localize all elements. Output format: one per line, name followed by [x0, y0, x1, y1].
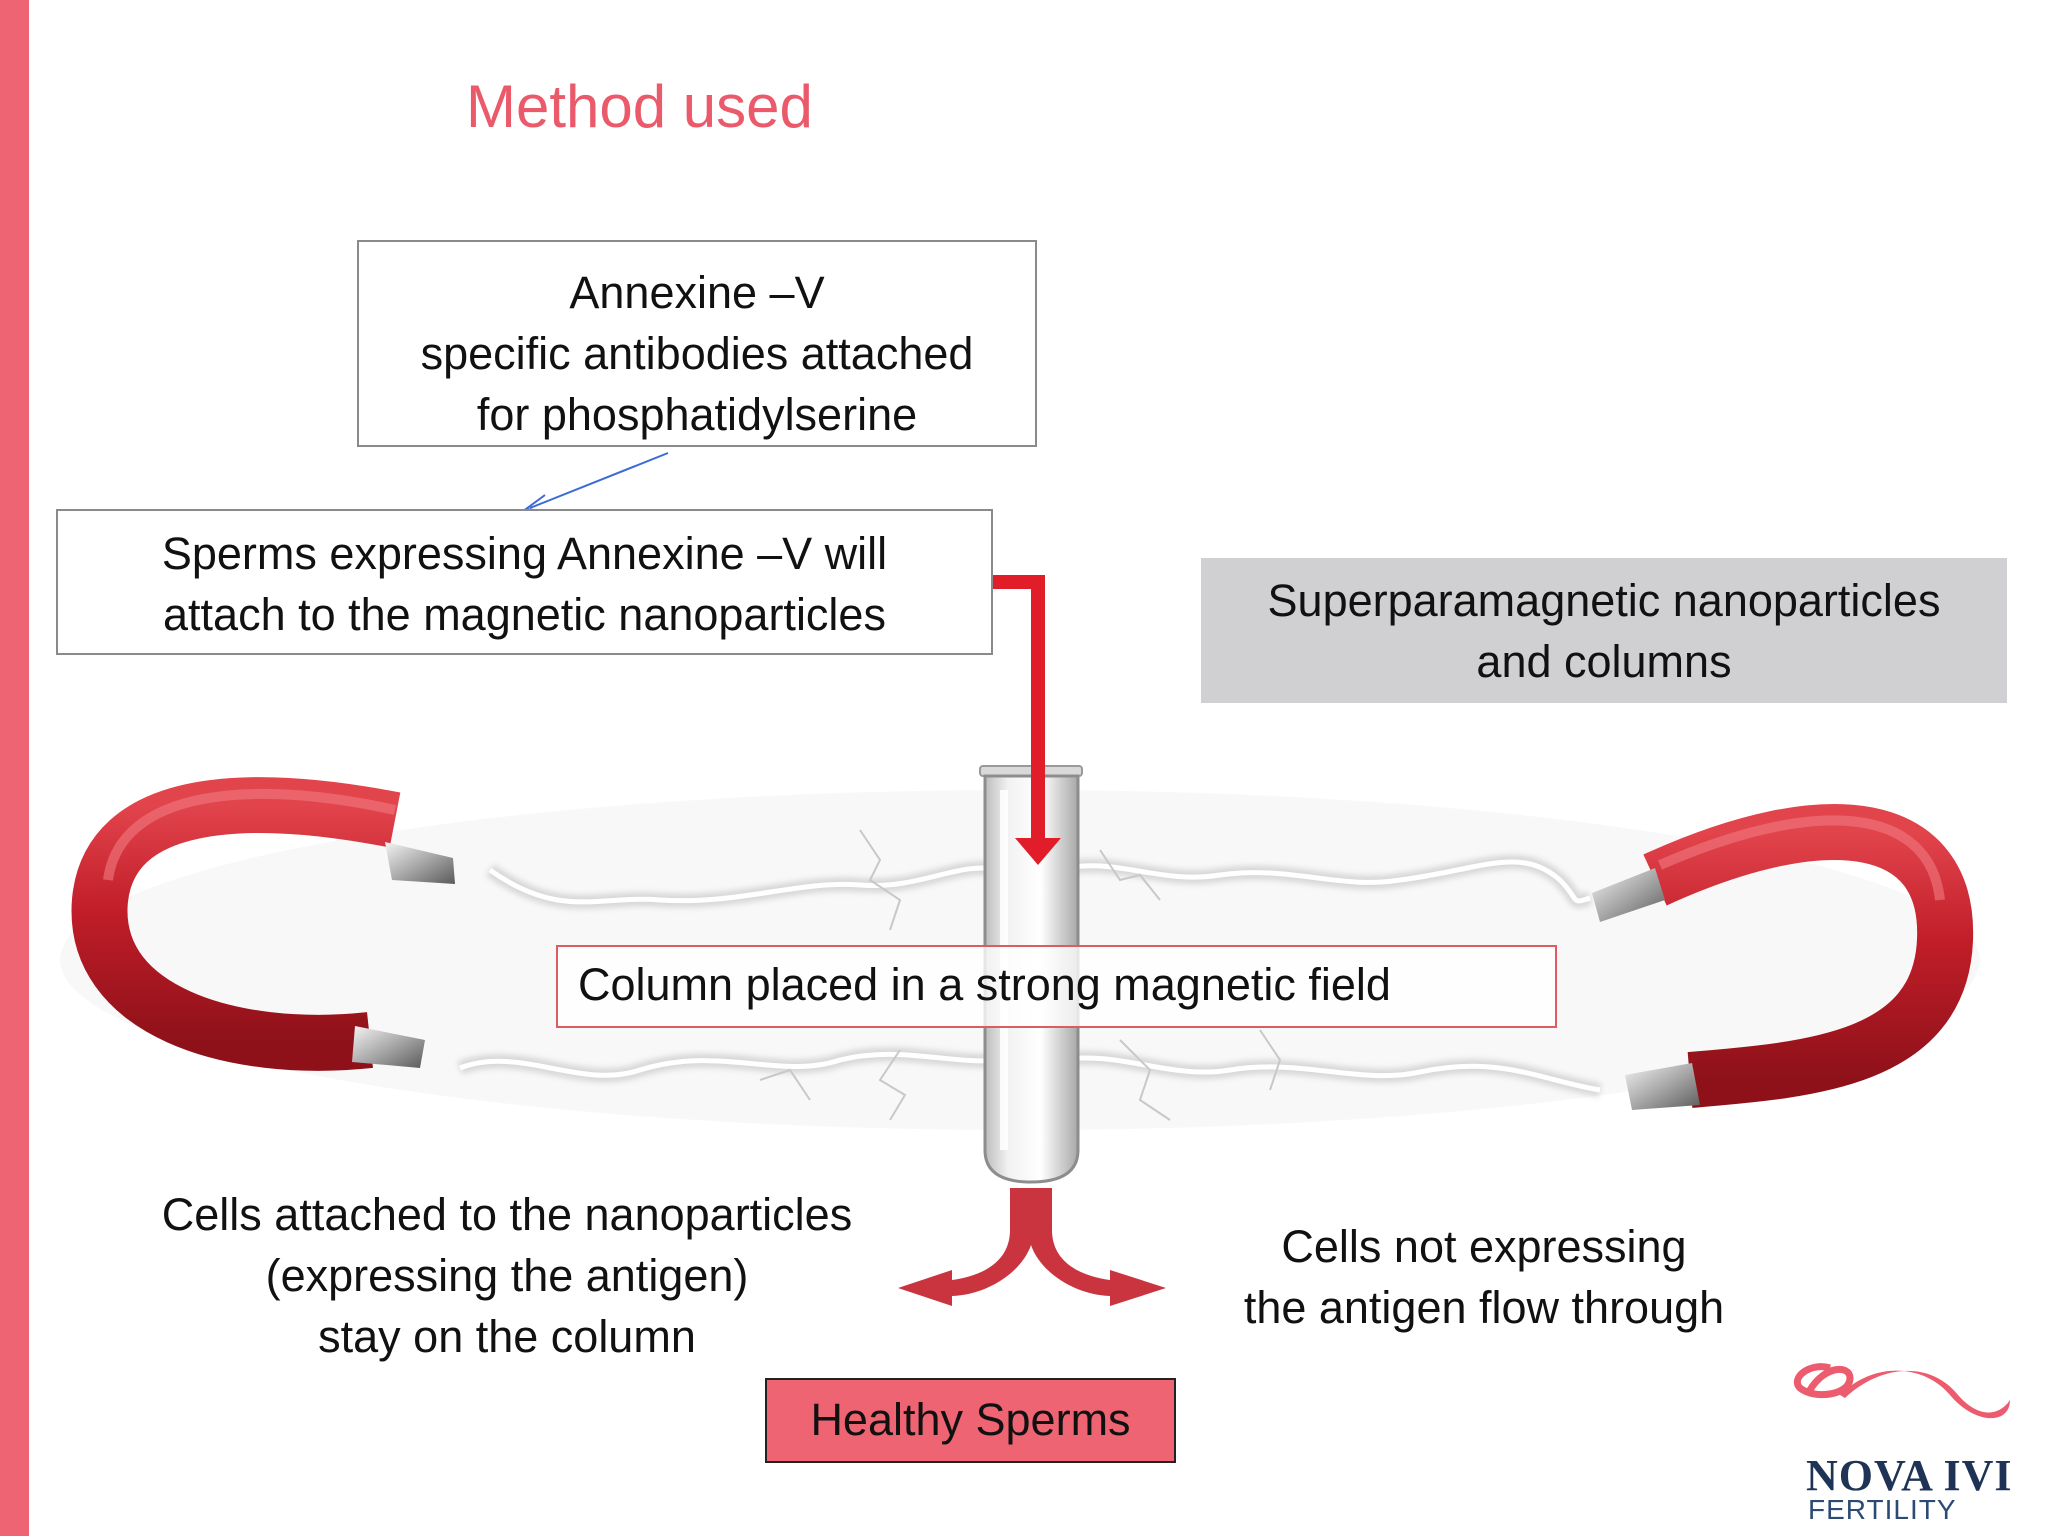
attached-line-2: (expressing the antigen) — [265, 1250, 749, 1301]
sperms-expressing-box: Sperms expressing Annexine –V will attac… — [56, 509, 993, 655]
accent-side-bar — [0, 0, 29, 1536]
sperms-line-1: Sperms expressing Annexine –V will — [161, 528, 888, 579]
brand-logo-name: NOVA IVI — [1806, 1451, 2013, 1500]
annexine-antibody-box: Annexine –V specific antibodies attached… — [357, 240, 1037, 447]
superpara-line-2: and columns — [1476, 636, 1732, 687]
annexine-line-1: Annexine –V — [569, 267, 825, 318]
cells-attached-text: Cells attached to the nanoparticles (exp… — [107, 1184, 907, 1367]
ribbon-logo-icon — [1794, 1363, 2010, 1419]
cells-not-expressing-text: Cells not expressing the antigen flow th… — [1180, 1216, 1788, 1338]
split-flow-arrow — [898, 1188, 1166, 1306]
superparamagnetic-box: Superparamagnetic nanoparticles and colu… — [1201, 558, 2007, 703]
brand-logo-subtitle: FERTILITY — [1808, 1494, 1957, 1525]
attached-line-1: Cells attached to the nanoparticles — [161, 1189, 853, 1240]
annexine-line-3: for phosphatidylserine — [476, 389, 918, 440]
notexpr-line-1: Cells not expressing — [1281, 1221, 1687, 1272]
superpara-line-1: Superparamagnetic nanoparticles — [1267, 575, 1941, 626]
sperms-line-2: attach to the magnetic nanoparticles — [163, 589, 886, 640]
attached-line-3: stay on the column — [318, 1311, 696, 1362]
column-label: Column placed in a strong magnetic field — [578, 959, 1391, 1010]
horseshoe-magnet-icon — [71, 777, 455, 1071]
pointer-arrow — [523, 452, 669, 513]
annexine-line-2: specific antibodies attached — [420, 328, 974, 379]
notexpr-line-2: the antigen flow through — [1243, 1282, 1725, 1333]
horseshoe-magnet-icon — [1592, 804, 1974, 1110]
healthy-sperms-box: Healthy Sperms — [765, 1378, 1176, 1463]
slide-title: Method used — [466, 73, 813, 140]
insert-arrow — [993, 575, 1061, 865]
column-magnetic-field-box: Column placed in a strong magnetic field — [556, 945, 1557, 1028]
lightning-icon — [759, 829, 1282, 1121]
magnetic-field-lines — [457, 829, 1602, 1121]
healthy-label: Healthy Sperms — [810, 1394, 1131, 1445]
